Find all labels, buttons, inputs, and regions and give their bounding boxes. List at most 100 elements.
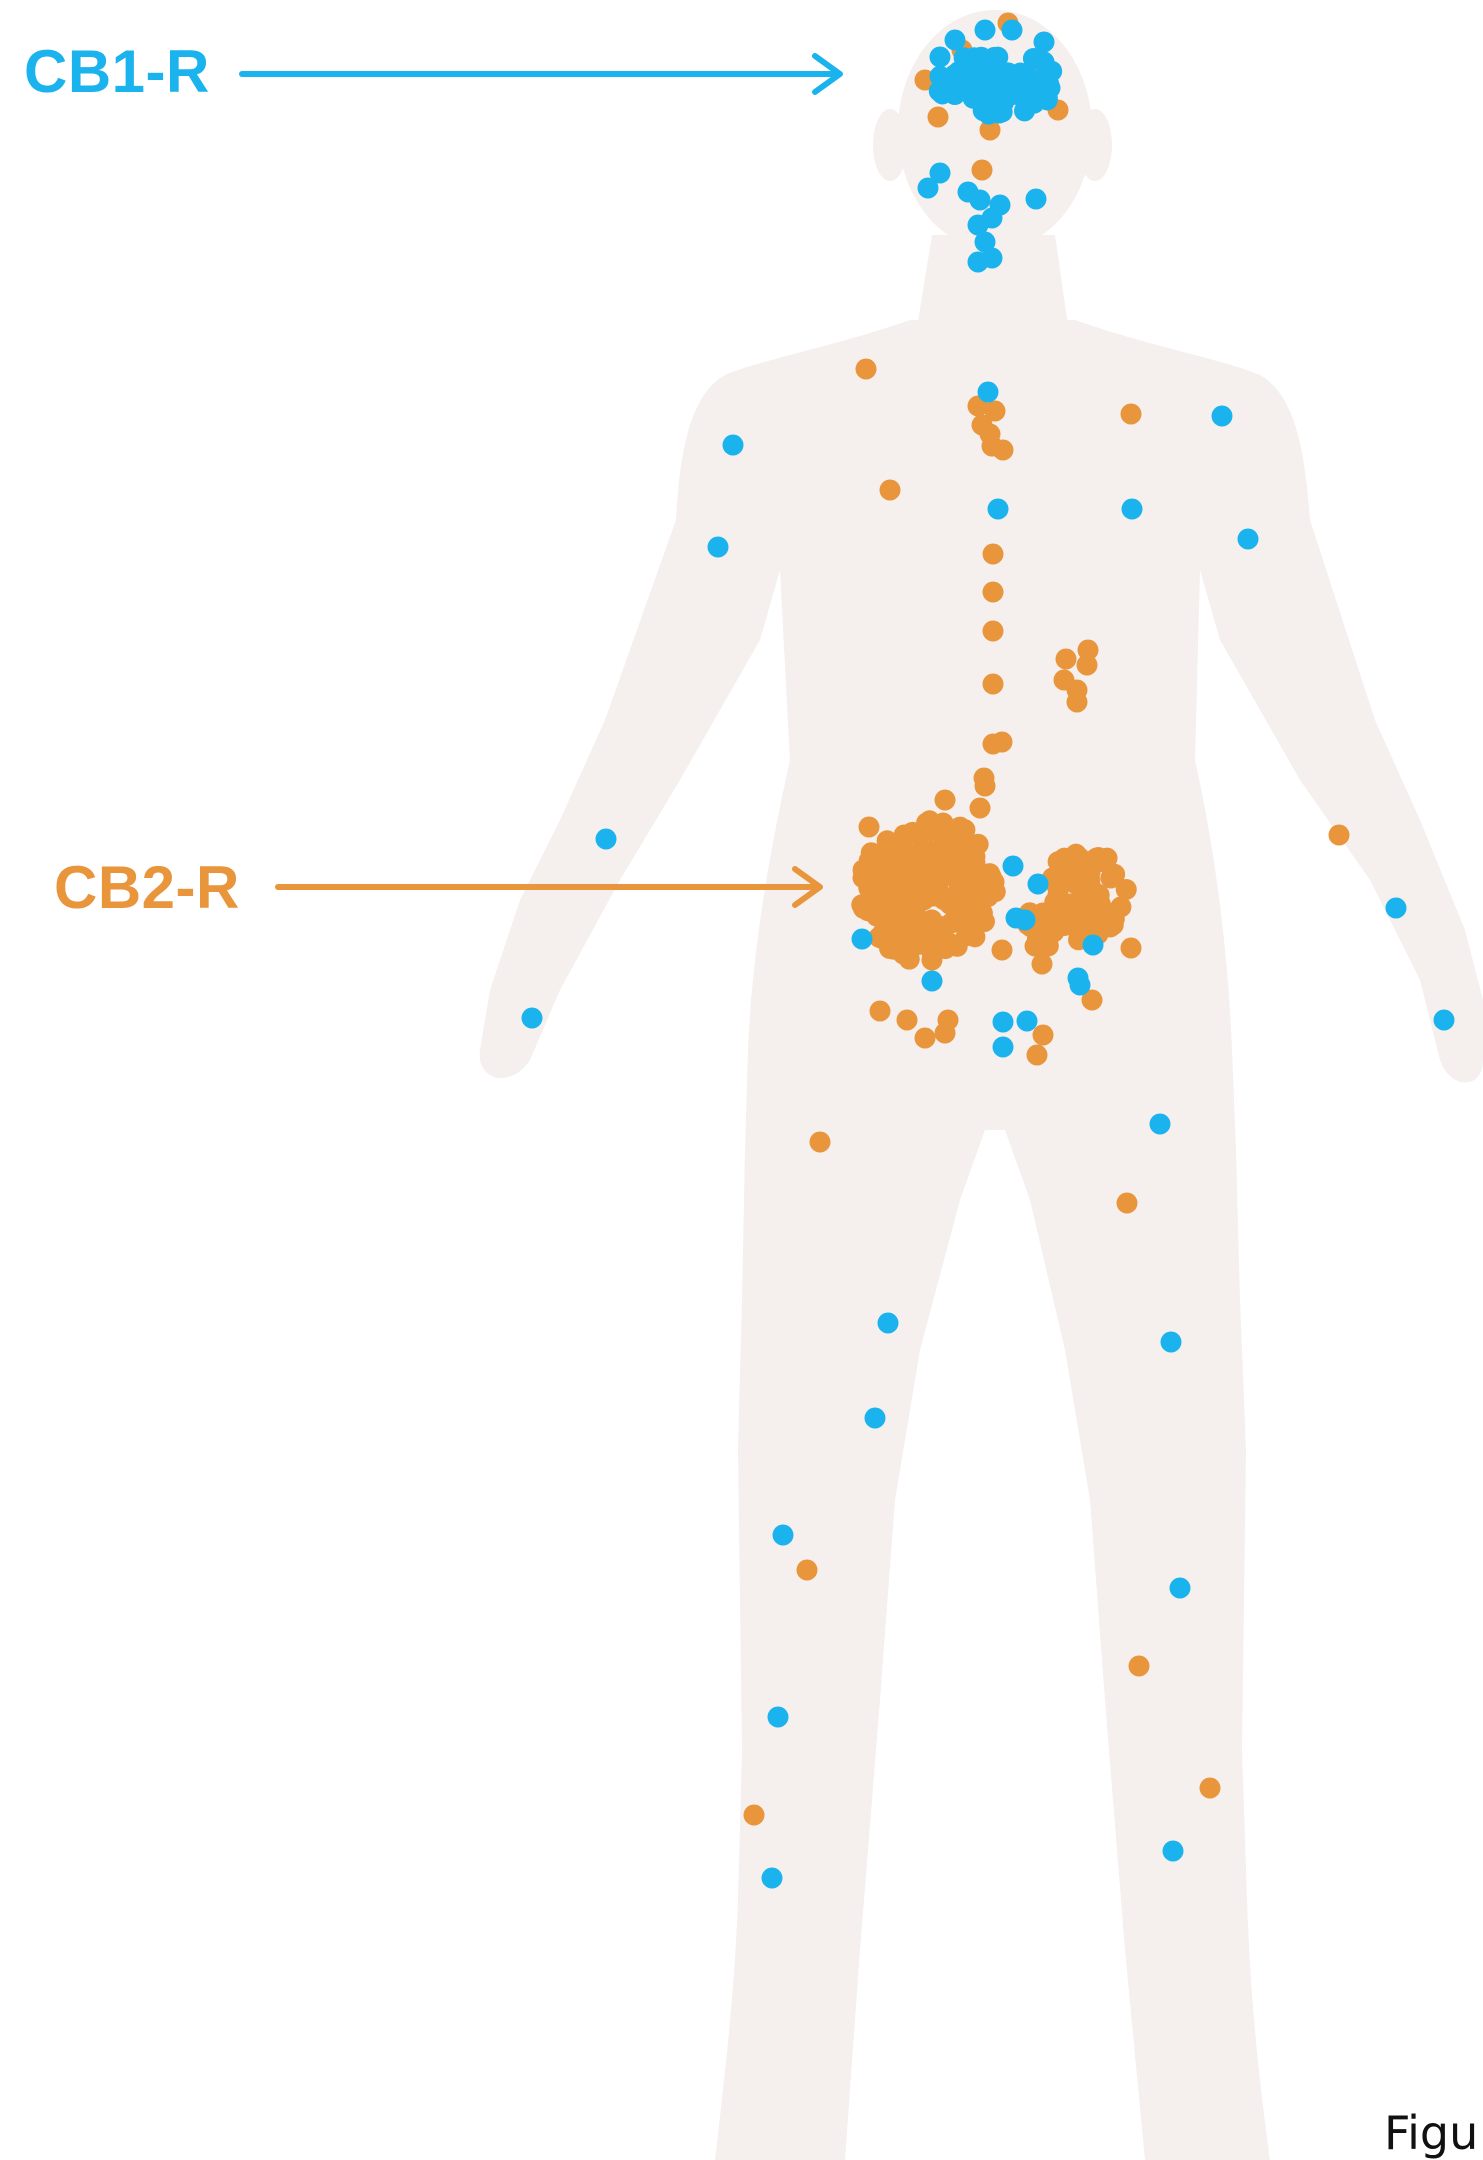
cb2-receptor-dot xyxy=(1080,875,1101,896)
cb2-receptor-dot xyxy=(1129,1656,1150,1677)
cb2-receptor-dot xyxy=(901,845,922,866)
cb1-receptor-dot xyxy=(988,499,1009,520)
cb2-receptor-dot xyxy=(939,822,960,843)
cb2-receptor-dot xyxy=(1033,1025,1054,1046)
cb2-receptor-dot xyxy=(1329,825,1350,846)
cb2-receptor-dot xyxy=(935,790,956,811)
cb2-receptor-dot xyxy=(980,866,1001,887)
cb2-receptor-label: CB2-R xyxy=(54,858,240,918)
cb1-receptor-dot xyxy=(708,537,729,558)
cb1-receptor-dot xyxy=(1122,499,1143,520)
cb2-receptor-dot xyxy=(975,776,996,797)
cb2-receptor-dot xyxy=(885,929,906,950)
cb1-receptor-dot xyxy=(975,20,996,41)
figure-caption: Figu xyxy=(1384,2106,1478,2160)
cb1-receptor-dot xyxy=(1212,406,1233,427)
cb1-receptor-dot xyxy=(970,190,991,211)
cb2-receptor-dot xyxy=(883,865,904,886)
cb1-receptor-dot xyxy=(773,1525,794,1546)
cb1-receptor-dot xyxy=(1003,856,1024,877)
cb2-receptor-dot xyxy=(1067,692,1088,713)
cb2-receptor-dot xyxy=(935,1023,956,1044)
cb1-receptor-dot xyxy=(993,1012,1014,1033)
cb2-receptor-dot xyxy=(810,1132,831,1153)
cb1-receptor-dot xyxy=(1386,898,1407,919)
cb1-receptor-dot xyxy=(918,178,939,199)
cb2-receptor-dot xyxy=(992,732,1013,753)
cb2-receptor-dot xyxy=(928,107,949,128)
cb1-receptor-dot xyxy=(1019,80,1040,101)
cb2-receptor-dot xyxy=(859,817,880,838)
cb1-receptor-dot xyxy=(993,1037,1014,1058)
cb1-receptor-dot xyxy=(1163,1841,1184,1862)
cb1-receptor-dot xyxy=(978,382,999,403)
cb1-receptor-dot xyxy=(1161,1332,1182,1353)
cb1-receptor-dot xyxy=(1150,1114,1171,1135)
cb2-receptor-dot xyxy=(947,936,968,957)
cb1-receptor-dot xyxy=(723,435,744,456)
cb1-receptor-label: CB1-R xyxy=(24,42,210,102)
cb2-receptor-dot xyxy=(1054,670,1075,691)
cb1-receptor-dot xyxy=(852,929,873,950)
cb2-receptor-dot xyxy=(1056,649,1077,670)
cb1-receptor-dot xyxy=(945,75,966,96)
cb2-receptor-dot xyxy=(1048,884,1069,905)
cb1-receptor-dot xyxy=(1002,20,1023,41)
cb2-receptor-dot xyxy=(1116,879,1137,900)
cb2-receptor-dot xyxy=(920,879,941,900)
cb2-receptor-dot xyxy=(870,1001,891,1022)
cb2-receptor-dot xyxy=(1027,1045,1048,1066)
cb2-receptor-dot xyxy=(897,1010,918,1031)
cb1-receptor-dot xyxy=(1083,935,1104,956)
cb2-receptor-dot xyxy=(902,916,923,937)
cb2-receptor-dot xyxy=(993,440,1014,461)
cb2-receptor-dot xyxy=(983,674,1004,695)
cb2-receptor-dot xyxy=(921,909,942,930)
cb2-receptor-dot xyxy=(1121,938,1142,959)
cb2-receptor-dot xyxy=(1084,849,1105,870)
cb2-receptor-dot xyxy=(860,856,881,877)
cb1-receptor-dot xyxy=(945,30,966,51)
cb1-receptor-dot xyxy=(522,1008,543,1029)
cb2-receptor-dot xyxy=(920,847,941,868)
cb1-receptor-dot xyxy=(1028,874,1049,895)
cb2-receptor-dot xyxy=(1104,908,1125,929)
cb2-receptor-dot xyxy=(1200,1778,1221,1799)
cb1-receptor-dot xyxy=(1070,975,1091,996)
cb1-receptor-dot xyxy=(878,1313,899,1334)
cb2-receptor-dot xyxy=(902,822,923,843)
cb2-receptor-dot xyxy=(1117,1193,1138,1214)
cb2-receptor-dot xyxy=(1036,910,1057,931)
cb1-receptor-dot xyxy=(1026,189,1047,210)
cb2-receptor-dot xyxy=(797,1560,818,1581)
cb1-receptor-dot xyxy=(865,1408,886,1429)
cb2-receptor-dot xyxy=(880,480,901,501)
cb2-receptor-dot xyxy=(972,160,993,181)
cb2-receptor-dot xyxy=(983,582,1004,603)
cb1-receptor-dot xyxy=(1017,1011,1038,1032)
cb1-receptor-dot xyxy=(954,47,975,68)
cb1-receptor-dot xyxy=(1038,74,1059,95)
cb2-receptor-dot xyxy=(744,1805,765,1826)
cb2-receptor-dot xyxy=(1048,851,1069,872)
cb1-receptor-dot xyxy=(1015,910,1036,931)
cb1-receptor-dot xyxy=(762,1868,783,1889)
cb1-receptor-dot xyxy=(1170,1578,1191,1599)
cb1-receptor-dot xyxy=(922,971,943,992)
cb2-receptor-dot xyxy=(1121,404,1142,425)
cb2-receptor-dot xyxy=(959,840,980,861)
cb1-receptor-dot xyxy=(930,47,951,68)
cb2-receptor-dot xyxy=(953,867,974,888)
cb2-receptor-dot xyxy=(983,621,1004,642)
cb2-receptor-dot xyxy=(944,909,965,930)
cb1-receptor-dot xyxy=(968,79,989,100)
cb1-receptor-dot xyxy=(1434,1010,1455,1031)
cb1-receptor-dot xyxy=(596,829,617,850)
cb2-receptor-dot xyxy=(992,940,1013,961)
cb2-receptor-dot xyxy=(856,359,877,380)
cb1-receptor-dot xyxy=(1238,529,1259,550)
cb2-receptor-dot xyxy=(1032,954,1053,975)
cb2-receptor-dot xyxy=(858,878,879,899)
human-body-silhouette xyxy=(480,10,1483,2160)
